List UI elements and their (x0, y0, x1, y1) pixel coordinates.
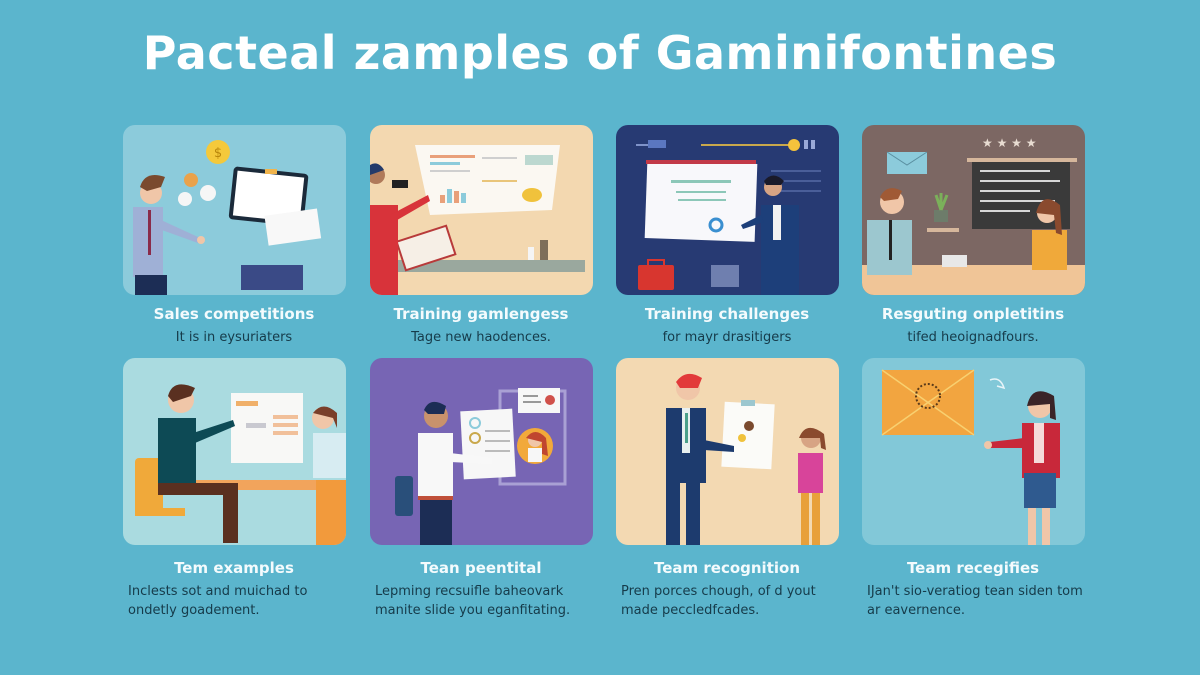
card-heading: Resguting onpletitins (881, 305, 1065, 323)
caption-tean-peentital: Tean peentital Lepming recsuifle baheova… (361, 559, 601, 620)
page-title: Pacteal zamples of Gaminifontines (142, 26, 1058, 80)
caption-team-recegifies: Team recegifies IJan't sio-veratiog tean… (853, 559, 1093, 620)
svg-text:$: $ (214, 146, 222, 161)
caption-tem-examples: Tem examples Inclests sot and muichad to… (114, 559, 354, 620)
card-heading: Team recognition (653, 559, 800, 577)
card-sales-competitions: $ (123, 125, 346, 295)
caption-training-challenges: Training challenges for mayr drasitigers (607, 305, 847, 347)
card-subtext: for mayr drasitigers (662, 330, 792, 345)
arrow-icon (989, 378, 1006, 390)
card-subtext: Lepming recsuifle baheovark manite slide… (375, 584, 571, 618)
card-subtext: tifed heoignadfours. (907, 330, 1039, 345)
man-with-document-illustration (395, 388, 567, 545)
card-resguting-onpletitins: ★ ★ ★ ★ (862, 125, 1085, 295)
card-subtext: It is in eysuriaters (175, 330, 293, 345)
woman-with-envelope-illustration (881, 369, 1060, 545)
card-tem-examples (123, 358, 346, 545)
card-training-gamlengess (370, 125, 593, 295)
card-team-recegifies (862, 358, 1085, 545)
card-heading: Training gamlengess (393, 305, 569, 323)
card-heading: Sales competitions (153, 305, 315, 323)
coin-icon (206, 140, 230, 164)
card-subtext: IJan't sio-veratiog tean siden tom ar ea… (867, 584, 1083, 618)
man-with-tablet-illustration: $ (133, 140, 322, 295)
office-meeting-illustration: ★ ★ ★ ★ (862, 136, 1085, 295)
card-training-challenges (616, 125, 839, 295)
card-heading: Team recegifies (906, 559, 1040, 577)
card-heading: Tean peentital (420, 559, 542, 577)
card-subtext: Tage new haodences. (411, 330, 551, 345)
presenter-projection-illustration (370, 145, 585, 295)
caption-training-gamlengess: Training gamlengess Tage new haodences. (361, 305, 601, 347)
man-giving-certificate-illustration (666, 373, 826, 545)
card-heading: Tem examples (174, 559, 294, 577)
caption-sales-competitions: Sales competitions It is in eysuriaters (114, 305, 354, 347)
card-team-recognition (616, 358, 839, 545)
star-icon: ★ ★ ★ ★ (982, 136, 1036, 150)
card-tean-peentital (370, 358, 593, 545)
caption-team-recognition: Team recognition Pren porces chough, of … (607, 559, 847, 620)
caption-resguting-onpletitins: Resguting onpletitins tifed heoignadfour… (853, 305, 1093, 347)
presenter-whiteboard-illustration (636, 139, 821, 295)
card-subtext: Pren porces chough, of d yout made peccl… (621, 584, 816, 618)
card-heading: Training challenges (644, 305, 810, 323)
desk-meeting-illustration (135, 384, 346, 545)
card-subtext: Inclests sot and muichad to ondetly goad… (128, 584, 308, 618)
